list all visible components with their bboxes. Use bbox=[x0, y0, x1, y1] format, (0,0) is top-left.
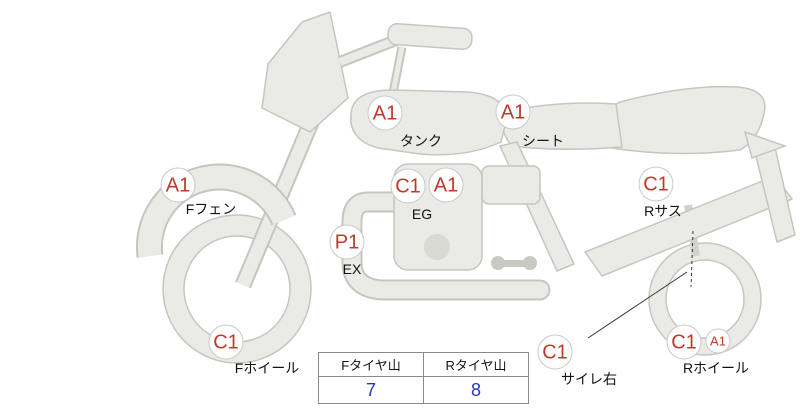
part-label-exhaust: EX bbox=[342, 261, 362, 277]
grade-badge-seat: A1 bbox=[495, 94, 531, 130]
grade-badge-rear-wheel-secondary: A1 bbox=[705, 328, 731, 354]
part-label-front-fender: Fフェン bbox=[185, 201, 237, 217]
grade-badge-front-fender: A1 bbox=[160, 167, 196, 203]
part-label-front-wheel: Fホイール bbox=[234, 360, 300, 376]
grade-badge-engine-primary: C1 bbox=[390, 168, 426, 204]
grade-badge-exhaust: P1 bbox=[329, 224, 365, 260]
rear-tire-tread-header: Rタイヤ山 bbox=[423, 352, 529, 377]
silencer-pointer-line bbox=[587, 271, 688, 339]
front-tire-tread-value: 7 bbox=[318, 376, 424, 404]
part-label-rear-wheel: Rホイール bbox=[682, 360, 750, 376]
part-label-rear-suspension: Rサス bbox=[644, 203, 682, 219]
part-label-silencer-right: サイレ右 bbox=[561, 371, 617, 387]
rear-tire-tread-value: 8 bbox=[423, 376, 529, 404]
grade-badge-silencer-right: C1 bbox=[537, 334, 573, 370]
grade-badge-front-wheel: C1 bbox=[208, 324, 244, 360]
part-label-tank: タンク bbox=[400, 133, 442, 149]
part-label-seat: シート bbox=[522, 133, 564, 149]
grade-badge-rear-wheel-primary: C1 bbox=[666, 324, 702, 360]
front-tire-tread-header: Fタイヤ山 bbox=[318, 352, 424, 377]
grade-badge-rear-suspension: C1 bbox=[638, 166, 674, 202]
part-label-engine: EG bbox=[411, 206, 433, 222]
grade-badge-engine-secondary: A1 bbox=[428, 167, 464, 203]
tire-tread-table: Fタイヤ山 Rタイヤ山 7 8 bbox=[318, 352, 529, 404]
grade-badge-tank: A1 bbox=[367, 95, 403, 131]
